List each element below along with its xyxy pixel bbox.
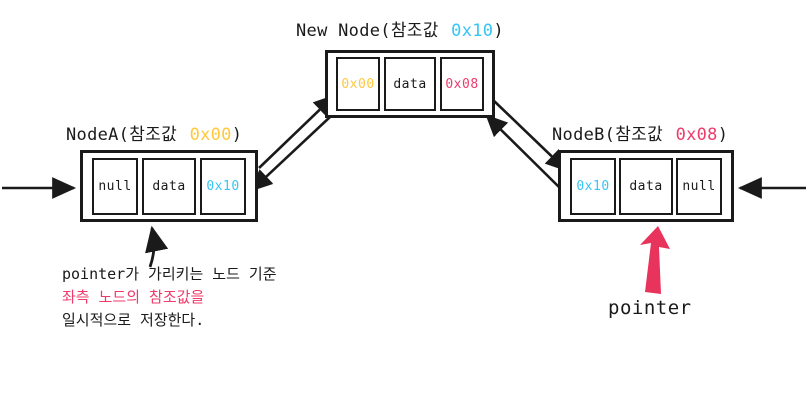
caption-line-2: 좌측 노드의 참조값을 bbox=[62, 288, 205, 306]
nodea-title: NodeA(참조값 0x00) bbox=[66, 120, 242, 145]
pointer-arrow bbox=[640, 226, 670, 294]
node-b-box[interactable]: 0x10 data null bbox=[558, 150, 734, 222]
newnode-title: New Node(참조값 0x10) bbox=[296, 16, 504, 41]
nodea-title-ref: 0x00 bbox=[189, 125, 232, 145]
caption-block: pointer가 가리키는 노드 기준 좌측 노드의 참조값을 일시적으로 저장… bbox=[62, 263, 277, 332]
new-node-cell-data[interactable]: data bbox=[384, 57, 436, 111]
newnode-title-ref: 0x10 bbox=[451, 21, 494, 41]
node-a-cell-next[interactable]: 0x10 bbox=[200, 157, 246, 215]
nodea-title-suffix: ) bbox=[231, 125, 243, 145]
newnode-title-suffix: ) bbox=[493, 21, 504, 41]
pointer-label: pointer bbox=[608, 297, 692, 319]
node-a-cell-prev[interactable]: null bbox=[92, 157, 138, 215]
nodeb-title-ref: 0x08 bbox=[675, 125, 718, 145]
newnode-title-prefix: New Node(참조값 bbox=[296, 21, 450, 41]
newnode-to-nodea-arrow bbox=[250, 116, 331, 192]
new-node-cell-prev[interactable]: 0x00 bbox=[336, 57, 380, 111]
nodeb-title-suffix: ) bbox=[717, 125, 729, 145]
caption-callout-arrow bbox=[145, 225, 169, 268]
nodea-title-prefix: NodeA(참조값 bbox=[66, 125, 188, 145]
caption-line-1: pointer가 가리키는 노드 기준 bbox=[62, 265, 277, 283]
nodeb-to-newnode-arrow bbox=[485, 114, 563, 191]
caption-line-3: 일시적으로 저장한다. bbox=[62, 311, 205, 329]
node-b-cell-next[interactable]: null bbox=[676, 157, 722, 215]
nodeb-title: NodeB(참조값 0x08) bbox=[552, 120, 728, 145]
node-a-box[interactable]: null data 0x10 bbox=[80, 150, 258, 222]
node-a-cell-data[interactable]: data bbox=[142, 157, 196, 215]
nodea-to-newnode-arrow bbox=[258, 94, 336, 169]
new-node-box[interactable]: 0x00 data 0x08 bbox=[325, 50, 495, 118]
node-b-cell-prev[interactable]: 0x10 bbox=[570, 157, 616, 215]
new-node-cell-next[interactable]: 0x08 bbox=[440, 57, 484, 111]
node-b-cell-data[interactable]: data bbox=[619, 157, 673, 215]
nodeb-title-prefix: NodeB(참조값 bbox=[552, 125, 674, 145]
